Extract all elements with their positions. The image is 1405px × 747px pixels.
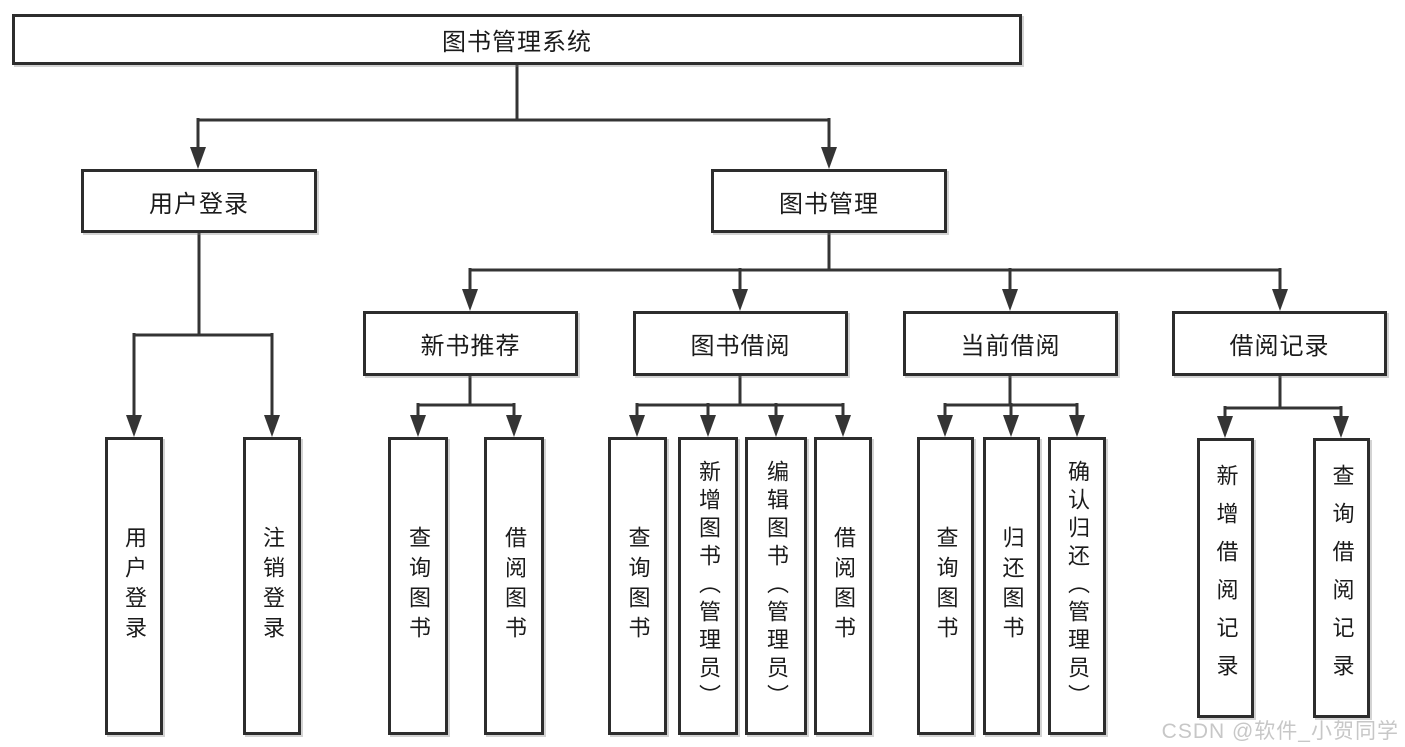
leaf-confirm-return-admin-label: 确认归还（管理员） [1065,460,1090,712]
leaf-query-books-borrowing: 查询图书 [608,437,667,735]
arrow-down-icon [1002,289,1018,311]
leaf-return-books: 归还图书 [983,437,1040,735]
arrow-down-icon [190,147,206,169]
arrow-down-icon [506,415,522,437]
leaf-borrow-books-borrowing: 借阅图书 [814,437,872,735]
connector-book-borrowing-children [635,376,845,420]
leaf-add-borrow-record: 新增借阅记录 [1197,438,1254,718]
node-current-borrowing: 当前借阅 [903,311,1118,376]
node-root-label: 图书管理系统 [442,29,592,56]
arrow-down-icon [1003,415,1019,437]
arrow-down-icon [937,415,953,437]
arrow-down-icon [629,415,645,437]
leaf-return-books-label: 归还图书 [999,526,1025,646]
arrow-down-icon [1333,416,1349,438]
leaf-query-borrow-record: 查询借阅记录 [1313,438,1370,718]
arrow-down-icon [835,415,851,437]
node-borrowing-records: 借阅记录 [1172,311,1387,376]
arrow-down-icon [462,289,478,311]
leaf-edit-books-admin: 编辑图书（管理员） [745,437,807,735]
arrow-down-icon [410,415,426,437]
arrow-down-icon [126,415,142,437]
node-borrowing-records-label: 借阅记录 [1229,333,1330,360]
connector-user-login-children [132,233,274,420]
connector-new-book-children [416,376,516,420]
leaf-user-login: 用户登录 [105,437,163,735]
node-book-management: 图书管理 [711,169,947,233]
connector-current-borrowing-children [943,376,1079,420]
watermark: CSDN @软件_小贺同学 [1161,720,1399,743]
leaf-add-books-admin-label: 新增图书（管理员） [696,460,721,712]
node-user-login-label: 用户登录 [149,190,249,218]
leaf-borrow-books-recommend: 借阅图书 [484,437,544,735]
node-current-borrowing-label: 当前借阅 [960,333,1061,360]
arrow-down-icon [1069,415,1085,437]
leaf-query-books-recommend: 查询图书 [388,437,448,735]
leaf-query-books-current-label: 查询图书 [933,526,959,646]
leaf-confirm-return-admin: 确认归还（管理员） [1048,437,1106,735]
node-new-book-recommendation: 新书推荐 [363,311,578,376]
leaf-query-books-borrowing-label: 查询图书 [625,526,651,646]
leaf-add-borrow-record-label: 新增借阅记录 [1213,464,1239,692]
leaf-edit-books-admin-label: 编辑图书（管理员） [764,460,789,712]
node-book-management-label: 图书管理 [779,190,879,218]
leaf-query-books-current: 查询图书 [917,437,974,735]
leaf-query-books-recommend-label: 查询图书 [406,526,431,646]
arrow-down-icon [1217,416,1233,438]
leaf-borrow-books-borrowing-label: 借阅图书 [831,526,856,646]
arrow-down-icon [821,147,837,169]
arrow-down-icon [768,415,784,437]
node-new-book-recommendation-label: 新书推荐 [420,333,521,360]
arrow-down-icon [700,415,716,437]
connector-book-management-children [468,233,1282,294]
node-user-login: 用户登录 [81,169,317,233]
arrow-down-icon [1272,289,1288,311]
leaf-logout-login-label: 注销登录 [260,526,285,646]
connector-root-to-level2 [196,64,831,152]
node-book-borrowing-label: 图书借阅 [690,333,791,360]
leaf-borrow-books-recommend-label: 借阅图书 [502,526,527,646]
node-book-borrowing: 图书借阅 [633,311,848,376]
arrow-down-icon [732,289,748,311]
connector-borrowing-records-children [1223,376,1343,421]
leaf-query-borrow-record-label: 查询借阅记录 [1329,464,1355,692]
leaf-logout-login: 注销登录 [243,437,301,735]
leaf-add-books-admin: 新增图书（管理员） [678,437,738,735]
node-root: 图书管理系统 [12,14,1022,65]
leaf-user-login-label: 用户登录 [122,526,147,646]
arrow-down-icon [264,415,280,437]
